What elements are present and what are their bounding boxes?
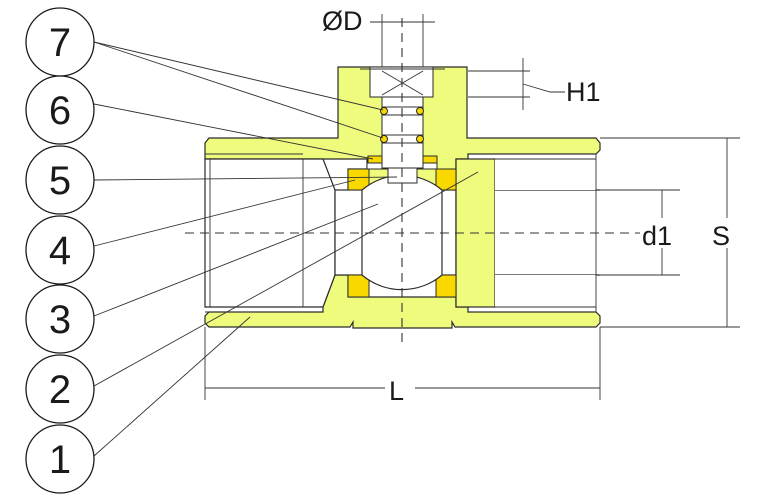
o-ring (380, 135, 388, 143)
dim-label-h1: H1 (566, 77, 601, 107)
balloon-6: 6 (25, 75, 95, 145)
svg-text:6: 6 (49, 89, 71, 133)
seat-ring (347, 274, 370, 298)
svg-text:1: 1 (49, 438, 71, 482)
balloon-7: 7 (25, 7, 95, 77)
dimension-s: S (600, 137, 744, 328)
seat-ring (435, 274, 457, 298)
leader-lines (93, 41, 479, 457)
packing-ring (422, 155, 438, 164)
dimension-od: ØD (322, 6, 435, 67)
o-ring (416, 135, 424, 143)
seat-ring (347, 168, 370, 191)
balloon-4: 4 (25, 215, 95, 285)
o-ring (380, 107, 388, 115)
balloon-5: 5 (25, 145, 95, 215)
left-port (204, 158, 336, 308)
dim-label-od: ØD (322, 6, 363, 36)
balloon-1: 1 (25, 424, 95, 494)
packing-ring (367, 155, 383, 164)
balloon-2: 2 (25, 354, 95, 424)
o-ring (416, 107, 424, 115)
dimension-l: L (204, 327, 601, 406)
svg-text:3: 3 (49, 298, 71, 342)
dim-label-s: S (712, 221, 730, 251)
svg-text:2: 2 (49, 368, 71, 412)
svg-text:7: 7 (49, 21, 71, 65)
dim-label-l: L (389, 376, 404, 406)
seat-ring (435, 168, 457, 191)
dimension-h1: H1 (468, 58, 601, 110)
svg-text:4: 4 (49, 229, 71, 273)
svg-text:5: 5 (49, 159, 71, 203)
dimension-d1: d1 (600, 189, 690, 276)
balloon-3: 3 (25, 284, 95, 354)
dim-label-d1: d1 (642, 221, 672, 251)
